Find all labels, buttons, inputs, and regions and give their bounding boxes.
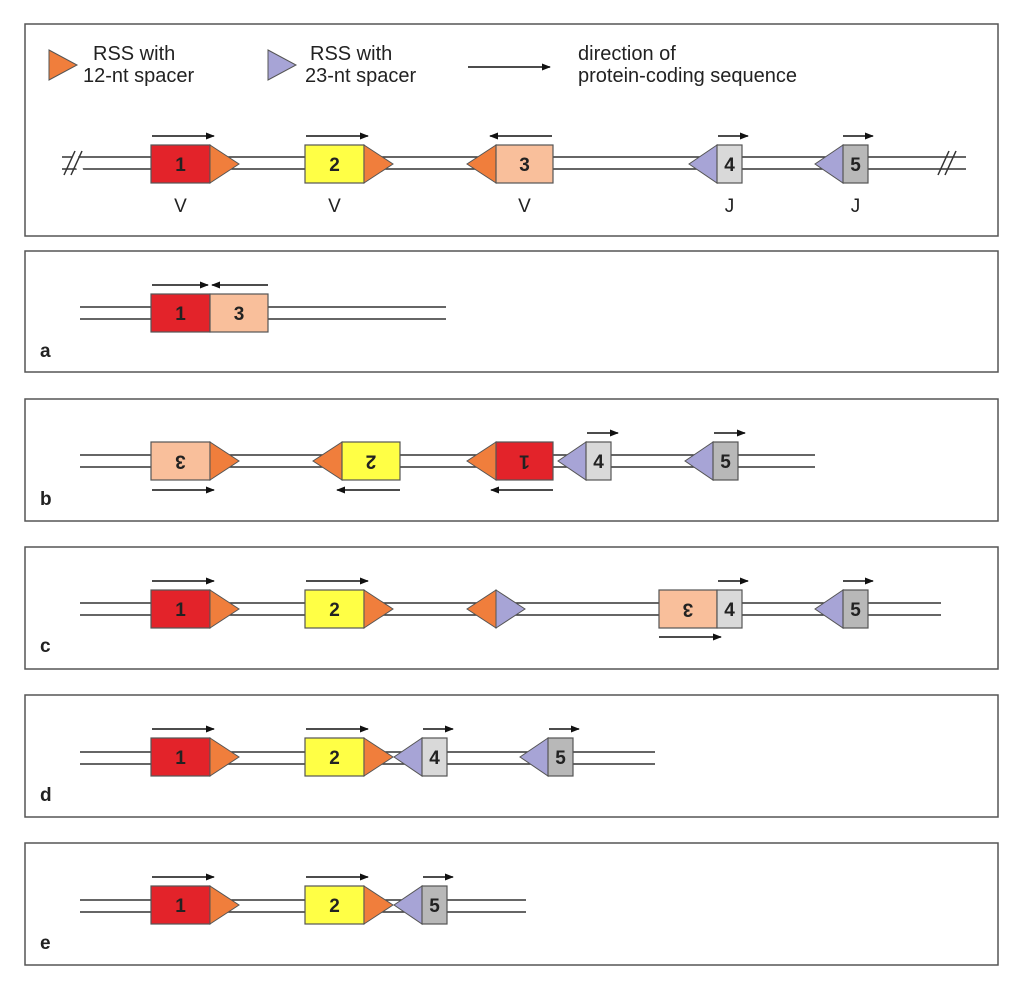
segment-label: 5 xyxy=(720,452,731,473)
rss-12nt-icon xyxy=(209,589,240,629)
rss-23nt-legend-icon xyxy=(267,49,298,81)
rss-12nt-icon xyxy=(363,144,394,184)
segment-label: 4 xyxy=(593,452,604,473)
segment-type-label: V xyxy=(328,196,341,217)
segment-5-box xyxy=(712,441,739,481)
segment-2-box xyxy=(341,441,401,481)
segment-label: 2 xyxy=(329,155,340,176)
segment-5: 5 J xyxy=(814,132,874,217)
segment-5-box xyxy=(547,737,574,777)
panel-c: 1 2 3 4 5 c xyxy=(24,546,999,670)
segment-label-inverted: 3 xyxy=(683,599,694,620)
panel-letter: c xyxy=(40,636,51,657)
segment-label: 1 xyxy=(175,155,186,176)
segment-type-label: J xyxy=(725,196,735,217)
segment-label: 2 xyxy=(329,748,340,769)
germline-panel: RSS with 12-nt spacer RSS with 23-nt spa… xyxy=(24,23,999,237)
segment-label: 2 xyxy=(329,896,340,917)
rss-12nt-icon xyxy=(363,589,394,629)
segment-type-label: V xyxy=(518,196,531,217)
segment-5-box xyxy=(842,589,869,629)
strand-break-icon xyxy=(937,150,950,176)
legend: RSS with 12-nt spacer RSS with 23-nt spa… xyxy=(48,43,797,87)
segment-box xyxy=(495,144,554,184)
rss-12nt-icon xyxy=(209,885,240,925)
legend-arrow-line2: protein-coding sequence xyxy=(578,65,797,87)
segment-3: 3 V xyxy=(466,132,554,217)
segment-label-inverted: 3 xyxy=(175,451,186,472)
segment-label: 2 xyxy=(329,600,340,621)
segment-4-box xyxy=(421,737,448,777)
segment-3-box xyxy=(658,589,718,629)
panel-letter: d xyxy=(40,785,52,806)
panel-letter: a xyxy=(40,341,51,362)
rss-12nt-icon xyxy=(363,737,394,777)
panel-letter: b xyxy=(40,489,52,510)
legend-rss23-line1: RSS with xyxy=(310,43,392,65)
segment-1-box xyxy=(150,589,211,629)
segment-label: 5 xyxy=(850,600,861,621)
panel-frame xyxy=(24,23,999,237)
legend-rss23-line2: 23-nt spacer xyxy=(305,65,417,87)
panel-a: 1 3 a xyxy=(24,250,999,373)
panel-letter: e xyxy=(40,933,51,954)
rss-12nt-icon xyxy=(209,737,240,777)
rss-12nt-legend-icon xyxy=(48,49,79,81)
segment-label: 1 xyxy=(175,600,186,621)
segment-4-box xyxy=(585,441,612,481)
segment-box xyxy=(716,144,743,184)
segment-label: 5 xyxy=(850,155,861,176)
segment-3-box xyxy=(209,293,269,333)
panel-d: 1 2 4 5 d xyxy=(24,694,999,818)
segment-4: 4 J xyxy=(688,132,749,217)
legend-rss12-line2: 12-nt spacer xyxy=(83,65,195,87)
segment-label: 3 xyxy=(234,304,245,325)
segment-4-box xyxy=(716,589,743,629)
panel-b: 3 2 1 4 5 b xyxy=(24,398,999,522)
segment-label: 5 xyxy=(429,896,440,917)
segment-label: 1 xyxy=(175,896,186,917)
segment-label: 5 xyxy=(555,748,566,769)
legend-rss12-line1: RSS with xyxy=(93,43,175,65)
segment-type-label: V xyxy=(174,196,187,217)
segment-box xyxy=(150,144,211,184)
segment-label: 4 xyxy=(724,155,735,176)
segment-box xyxy=(304,144,365,184)
segment-1-box xyxy=(150,293,211,333)
segment-2: 2 V xyxy=(304,132,394,217)
segment-label-inverted: 1 xyxy=(519,451,530,472)
signal-joint-rss-23nt-icon xyxy=(495,589,526,629)
segment-label: 3 xyxy=(519,155,530,176)
segment-1-box xyxy=(495,441,554,481)
segment-label: 1 xyxy=(175,304,186,325)
rss-12nt-icon xyxy=(209,441,240,481)
legend-arrow-line1: direction of xyxy=(578,43,676,65)
segment-type-label: J xyxy=(851,196,861,217)
segment-label: 4 xyxy=(724,600,735,621)
segment-1-box xyxy=(150,885,211,925)
segment-5-box xyxy=(421,885,448,925)
panel-e: 1 2 5 e xyxy=(24,842,999,966)
rss-12nt-icon xyxy=(363,885,394,925)
segment-box xyxy=(842,144,869,184)
rss-12nt-icon xyxy=(209,144,240,184)
segment-3-box xyxy=(150,441,211,481)
segment-label: 1 xyxy=(175,748,186,769)
segment-label: 4 xyxy=(429,748,440,769)
segment-1: 1 V xyxy=(150,132,240,217)
segment-label-inverted: 2 xyxy=(366,451,377,472)
segment-2-box xyxy=(304,737,365,777)
strand-break-icon xyxy=(63,150,76,176)
